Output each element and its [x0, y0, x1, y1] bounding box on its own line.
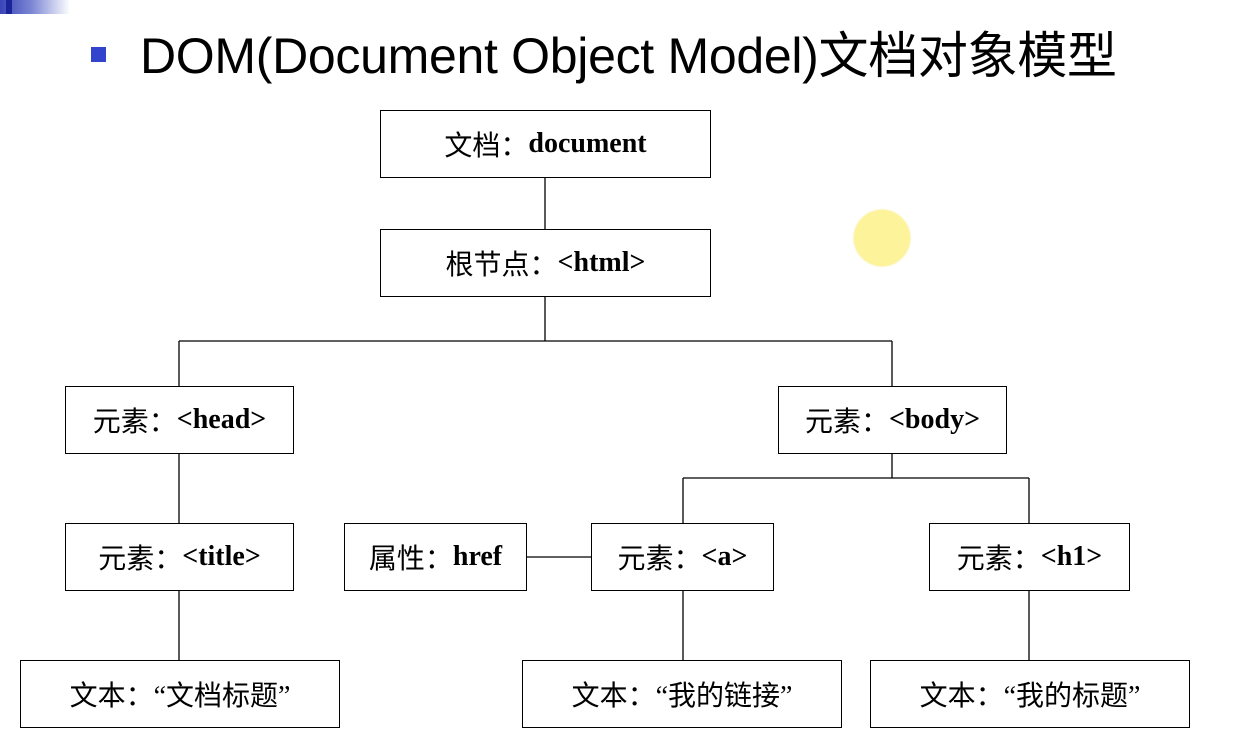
node-h1: 元素：<h1> [929, 523, 1130, 591]
node-href: 属性：href [344, 523, 527, 591]
node-document: 文档：document [380, 110, 711, 178]
node-h1-tag: <h1> [1040, 541, 1103, 572]
node-text-title-prefix: 文本： [69, 681, 154, 712]
node-title-prefix: 元素： [98, 544, 183, 575]
square-bullet-icon [91, 46, 106, 62]
node-text-h1-prefix: 文本： [919, 681, 1004, 712]
node-href-prefix: 属性： [368, 544, 453, 575]
node-text-a-prefix: 文本： [571, 681, 656, 712]
node-title-tag: <title> [182, 541, 261, 572]
node-text-h1: 文本：“我的标题” [870, 660, 1190, 728]
node-text-h1-value: “我的标题” [1003, 681, 1141, 712]
node-text-title-value: “文档标题” [153, 681, 291, 712]
node-document-tag: document [528, 128, 647, 159]
slide-title: DOM(Document Object Model)文档对象模型 [140, 28, 1117, 84]
node-body-prefix: 元素： [804, 407, 889, 438]
slide-corner-notch [6, 0, 12, 14]
node-head: 元素：<head> [65, 386, 294, 454]
node-a-tag: <a> [701, 541, 748, 572]
node-h1-prefix: 元素： [956, 544, 1041, 575]
node-title: 元素：<title> [65, 523, 294, 591]
node-body-tag: <body> [888, 404, 981, 435]
node-text-a-value: “我的链接” [655, 681, 793, 712]
node-html-tag: <html> [557, 247, 646, 278]
node-document-prefix: 文档： [444, 131, 529, 162]
node-a: 元素：<a> [591, 523, 774, 591]
node-head-prefix: 元素： [92, 407, 177, 438]
node-text-title: 文本：“文档标题” [20, 660, 340, 728]
node-a-prefix: 元素： [617, 544, 702, 575]
node-html: 根节点：<html> [380, 229, 711, 297]
slide-corner-decoration [0, 0, 70, 14]
node-head-tag: <head> [176, 404, 267, 435]
node-body: 元素：<body> [778, 386, 1007, 454]
node-html-prefix: 根节点： [445, 250, 558, 281]
node-text-a: 文本：“我的链接” [522, 660, 842, 728]
slide-title-row: DOM(Document Object Model)文档对象模型 [91, 16, 1117, 88]
node-href-tag: href [452, 541, 503, 572]
pointer-highlight-dot [854, 210, 910, 266]
